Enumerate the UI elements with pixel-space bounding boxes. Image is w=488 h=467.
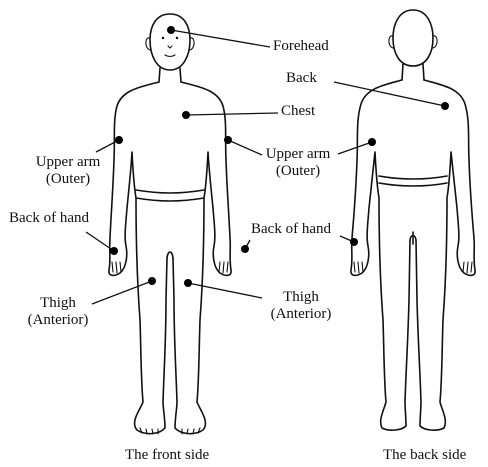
dot-thigh-right (184, 279, 192, 287)
label-back-of-hand-right: Back of hand (251, 221, 331, 238)
label-thigh-right: Thigh (Anterior) (262, 289, 340, 323)
front-mouth (165, 55, 175, 57)
label-back-of-hand-left: Back of hand (9, 210, 89, 227)
label-upper-arm-left-line2: (Outer) (22, 171, 114, 188)
back-right-outline (416, 80, 475, 430)
front-waistband (136, 190, 204, 201)
back-figure (351, 10, 475, 430)
label-thigh-left-line1: Thigh (16, 295, 100, 312)
back-fingers-right (463, 262, 472, 273)
back-left-outline (351, 80, 410, 430)
dot-forehead (167, 26, 175, 34)
back-fingers-left (354, 262, 363, 273)
back-buttocks (410, 232, 416, 244)
front-eye-left (162, 37, 164, 39)
label-upper-arm-right-line2: (Outer) (252, 163, 344, 180)
front-eye-right (176, 37, 178, 39)
label-thigh-right-line1: Thigh (262, 289, 340, 306)
label-upper-arm-right-line1: Upper arm (252, 146, 344, 163)
front-head (150, 14, 190, 70)
dot-chest (182, 111, 190, 119)
front-figure (109, 14, 231, 434)
label-thigh-left-line2: (Anterior) (16, 312, 100, 329)
leader-chest (186, 113, 278, 115)
label-back: Back (286, 70, 317, 87)
label-chest: Chest (281, 103, 315, 120)
dot-back-of-hand-back (350, 238, 358, 246)
dot-back-of-hand-left (110, 247, 118, 255)
front-crotch (167, 252, 173, 258)
front-left-outline (109, 82, 167, 434)
label-thigh-left: Thigh (Anterior) (16, 295, 100, 329)
dot-back-of-hand-front-right (241, 245, 249, 253)
leader-thigh-left (92, 281, 152, 304)
label-upper-arm-left: Upper arm (Outer) (22, 154, 114, 188)
leader-forehead (171, 30, 270, 47)
dot-back (441, 102, 449, 110)
label-forehead: Forehead (273, 38, 329, 55)
label-upper-arm-right: Upper arm (Outer) (252, 146, 344, 180)
label-upper-arm-left-line1: Upper arm (22, 154, 114, 171)
back-waistband (379, 176, 447, 186)
front-nose (168, 46, 172, 48)
dot-upper-arm-right (224, 136, 232, 144)
caption-back-side: The back side (383, 447, 466, 464)
back-head (393, 10, 433, 66)
dot-upper-arm-left (115, 136, 123, 144)
front-fingers-right (219, 262, 228, 273)
leader-back (334, 82, 445, 106)
dot-thigh-left (148, 277, 156, 285)
dot-upper-arm-back (368, 138, 376, 146)
front-right-outline (173, 82, 231, 434)
caption-front-side: The front side (125, 447, 209, 464)
front-fingers-left (112, 262, 121, 273)
label-thigh-right-line2: (Anterior) (262, 306, 340, 323)
leader-thigh-right (188, 283, 262, 298)
